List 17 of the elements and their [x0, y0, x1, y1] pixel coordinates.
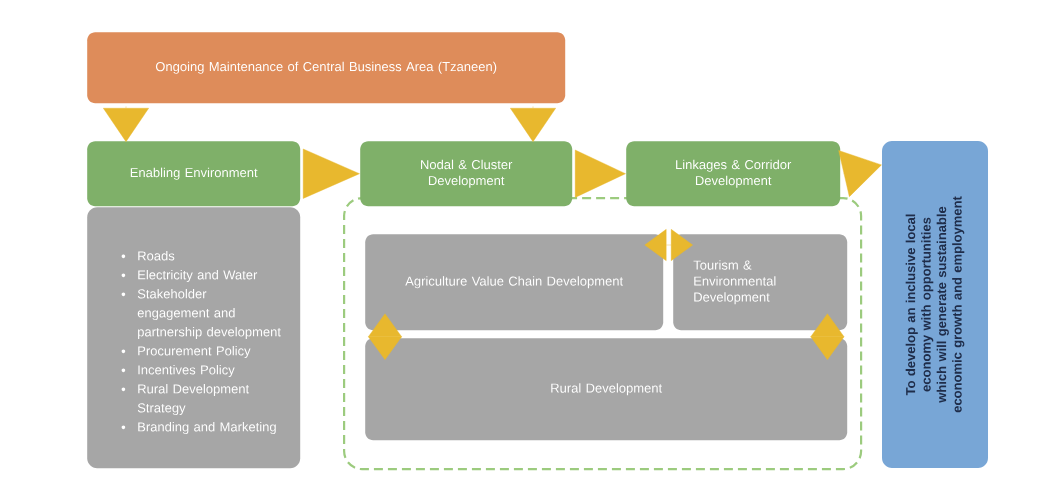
component-box: Tourism & Environmental Development	[673, 234, 848, 331]
process-box: Linkages & Corridor Development	[626, 141, 841, 207]
diamond-connector	[644, 229, 693, 261]
diamond-connector	[368, 313, 402, 360]
triangle-arrow	[510, 106, 556, 142]
triangle-arrow	[103, 106, 149, 142]
triangle-arrow	[302, 148, 360, 199]
diamond-connector	[810, 313, 845, 360]
component-box: Rural Development	[365, 338, 848, 441]
component-box: Agriculture Value Chain Development	[365, 234, 664, 331]
triangle-arrow	[838, 150, 882, 197]
process-box: Enabling Environment	[87, 141, 301, 207]
triangle-arrow	[574, 149, 626, 198]
bullet-list-box: Roads Electricity and Water Stakeholder engagement and partnership development Procurement Policy Incentives Policy Rural Development Strategy Branding and Marketing	[87, 207, 301, 469]
header-box: Ongoing Maintenance of Central Business Area (Tzaneen)	[87, 32, 566, 104]
process-box: Nodal & Cluster Development	[360, 141, 573, 207]
goal-box: To develop an inclusive local economy with opportunities which will generate sustainable economic growth and employment	[882, 141, 988, 468]
